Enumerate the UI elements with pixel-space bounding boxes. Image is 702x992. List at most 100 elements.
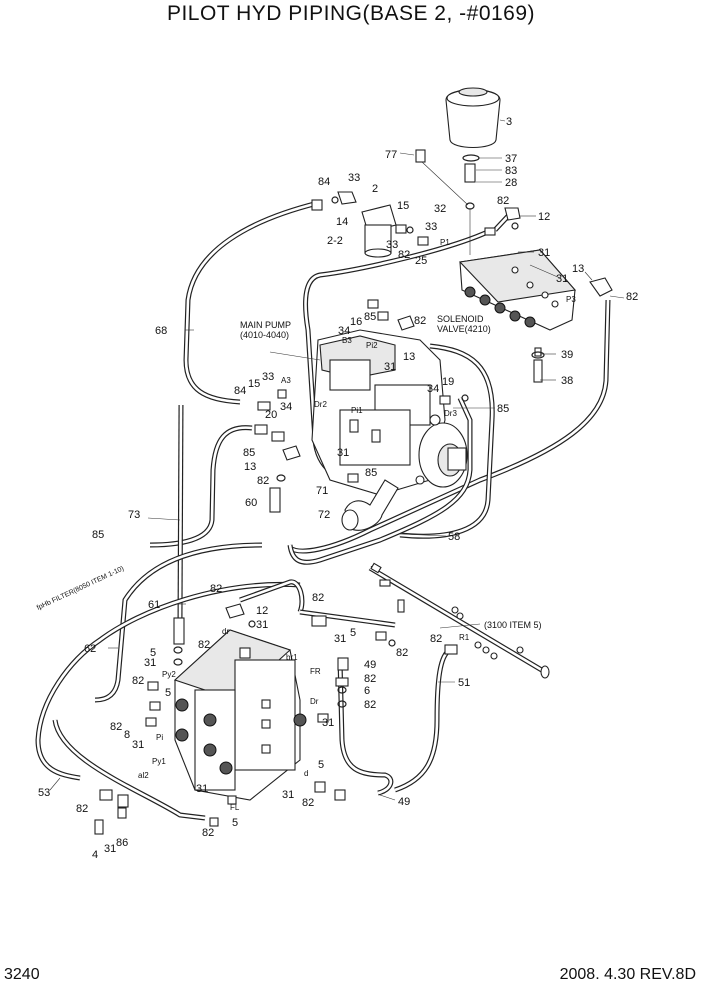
callout-85-a: 85 [364, 311, 376, 323]
callout-60: 60 [245, 497, 257, 509]
callout-31-g: 31 [144, 657, 156, 669]
callout-5-a: 5 [350, 627, 356, 639]
callout-12-b: 12 [256, 605, 268, 617]
port-al2: al2 [138, 771, 149, 780]
callout-31-i: 31 [322, 717, 334, 729]
callout-73: 73 [128, 509, 140, 521]
label-main-pump-ref: (4010-4040) [240, 330, 289, 340]
callout-33-d: 33 [262, 371, 274, 383]
port-dr-valve: Dr [310, 697, 319, 706]
callout-5-e: 5 [318, 759, 324, 771]
port-r1: R1 [459, 633, 470, 642]
callout-58: 58 [448, 531, 460, 543]
callout-33-b: 33 [425, 221, 437, 233]
callout-82-n: 82 [110, 721, 122, 733]
line-filter-2 [361, 204, 397, 258]
main-control-valve [173, 629, 307, 801]
port-dr3: Dr3 [444, 409, 457, 418]
callout-82-e: 82 [257, 475, 269, 487]
callout-2: 2 [372, 183, 378, 195]
pilot-manifold-pipe [368, 562, 550, 679]
callout-12-top: 12 [538, 211, 550, 223]
label-solenoid-ref: VALVE(4210) [437, 324, 491, 334]
port-p1: P1 [440, 238, 450, 247]
port-fr: FR [310, 667, 321, 676]
label-main-pump: MAIN PUMP [240, 320, 291, 330]
callout-2-2: 2-2 [327, 235, 343, 247]
callout-49-b: 49 [398, 796, 410, 808]
port-p3: P3 [566, 295, 576, 304]
callout-68: 68 [155, 325, 167, 337]
port-pi2: Pi2 [366, 341, 378, 350]
callout-39: 39 [561, 349, 573, 361]
callout-33: 33 [348, 172, 360, 184]
callout-82-i: 82 [396, 647, 408, 659]
callout-4: 4 [92, 849, 98, 861]
callout-15-b: 15 [248, 378, 260, 390]
solenoid-valve-block [458, 249, 613, 383]
callout-82-b: 82 [398, 249, 410, 261]
callout-13-b: 13 [403, 351, 415, 363]
port-py2: Py2 [162, 670, 176, 679]
port-fl: FL [230, 803, 240, 812]
callout-31-h: 31 [132, 739, 144, 751]
callout-20: 20 [265, 409, 277, 421]
callout-84-b: 84 [234, 385, 246, 397]
callout-82-c: 82 [626, 291, 638, 303]
hose-group [35, 200, 611, 821]
callout-85-e: 85 [92, 529, 104, 541]
callout-86: 86 [116, 837, 128, 849]
callout-28: 28 [505, 177, 517, 189]
callout-6: 6 [364, 685, 370, 697]
port-dr2: Dr2 [314, 400, 327, 409]
callout-31-l: 31 [104, 843, 116, 855]
callout-82-q: 82 [202, 827, 214, 839]
callout-49-a: 49 [364, 659, 376, 671]
port-b3: B3 [342, 336, 352, 345]
callout-82-f: 82 [210, 583, 222, 595]
callout-82-j: 82 [364, 673, 376, 685]
callout-82-o: 82 [76, 803, 88, 815]
callout-82-g: 82 [312, 592, 324, 604]
callout-15: 15 [397, 200, 409, 212]
callout-14: 14 [336, 216, 348, 228]
page-number: 3240 [4, 966, 40, 983]
callout-61: 61 [148, 599, 160, 611]
note-3100-item5: (3100 ITEM 5) [484, 620, 542, 630]
port-br1: br1 [286, 653, 298, 662]
callout-16: 16 [350, 316, 362, 328]
callout-31-k: 31 [282, 789, 294, 801]
callout-13-c: 13 [244, 461, 256, 473]
callout-82-m: 82 [364, 699, 376, 711]
part-callouts: 3 77 37 83 28 32 82 12 84 33 2 15 14 33 … [36, 116, 638, 861]
callout-62: 62 [84, 643, 96, 655]
callout-31-b: 31 [556, 273, 568, 285]
callout-82-h: 82 [198, 639, 210, 651]
callout-31-a: 31 [538, 247, 550, 259]
callout-13-a: 13 [572, 263, 584, 275]
callout-82-top: 82 [497, 195, 509, 207]
callout-38: 38 [561, 375, 573, 387]
callout-82-l: 82 [132, 675, 144, 687]
callout-31-c: 31 [384, 361, 396, 373]
callout-3: 3 [506, 116, 512, 128]
callout-82-k: 82 [430, 633, 442, 645]
callout-31-j: 31 [196, 783, 208, 795]
label-solenoid: SOLENOID [437, 314, 484, 324]
port-pi: Pi [156, 733, 163, 742]
callout-71: 71 [316, 485, 328, 497]
port-dr: dr [222, 627, 229, 636]
drawing-title: PILOT HYD PIPING(BASE 2, -#0169) [166, 2, 536, 25]
callout-19: 19 [442, 376, 454, 388]
callout-8: 8 [124, 729, 130, 741]
callout-31-f: 31 [334, 633, 346, 645]
callout-34-b: 34 [427, 383, 439, 395]
callout-5-c: 5 [165, 687, 171, 699]
callout-34-c: 34 [280, 401, 292, 413]
callout-53: 53 [38, 787, 50, 799]
callout-5-d: 5 [232, 817, 238, 829]
callout-83: 83 [505, 165, 517, 177]
callout-33-c: 33 [386, 239, 398, 251]
callout-72: 72 [318, 509, 330, 521]
